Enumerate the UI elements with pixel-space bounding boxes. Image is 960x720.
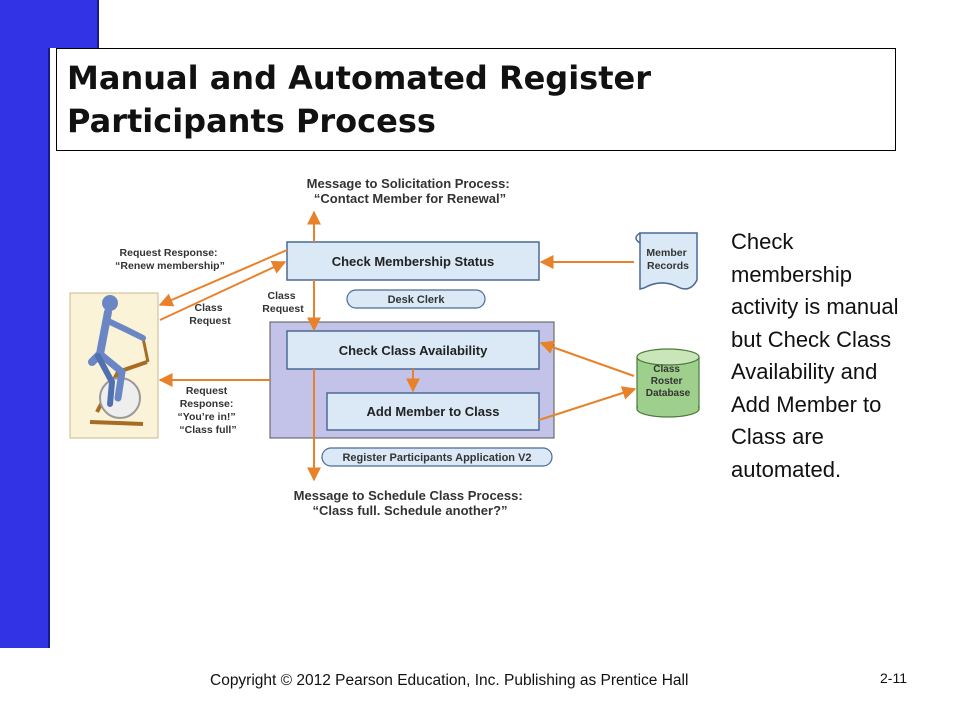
slide-top-bar (0, 0, 99, 48)
schedule-line-1: Message to Schedule Class Process: (294, 488, 523, 503)
activity-add-member: Add Member to Class (326, 392, 540, 431)
class-roster-database: Class Roster Database (636, 348, 700, 418)
class-request-left-line-2: Request (189, 315, 231, 327)
class-roster-label: Class Roster Database (646, 364, 691, 399)
member-records-line-2: Records (647, 260, 689, 272)
schedule-message: Message to Schedule Class Process: “Clas… (294, 488, 527, 518)
arrow-add-to-roster (538, 386, 637, 421)
side-explanation: Check membership activity is manual but … (731, 229, 899, 482)
member-records-label: Member Records (646, 247, 689, 272)
class-roster-line-2: Roster (651, 376, 683, 387)
title-box: Manual and Automated Register Participan… (56, 48, 896, 151)
add-member-label: Add Member to Class (367, 404, 500, 419)
role-desk-clerk: Desk Clerk (346, 289, 486, 309)
youre-in-response-label: Request Response: “You’re in!” “Class fu… (177, 385, 238, 436)
activity-check-membership: Check Membership Status (286, 241, 540, 281)
class-request-left-line-1: Class (195, 302, 223, 314)
arrow-roster-to-class (539, 340, 635, 377)
class-request-mid-label: Class Request (262, 290, 304, 315)
solicitation-line-1: Message to Solicitation Process: (307, 176, 510, 191)
class-request-mid-line-2: Request (262, 303, 304, 315)
participant-figure (69, 292, 159, 439)
copyright-footer: Copyright © 2012 Pearson Education, Inc.… (210, 672, 689, 689)
renew-response-line-1: Request Response: (120, 247, 218, 259)
schedule-line-2: “Class full. Schedule another?” (312, 503, 507, 518)
solicitation-message: Message to Solicitation Process: “Contac… (307, 176, 514, 206)
page-number: 2-11 (880, 670, 907, 686)
flow-arrows (158, 210, 637, 482)
slide-left-bar (0, 0, 50, 648)
class-request-mid-line-1: Class (268, 290, 296, 302)
check-class-label: Check Class Availability (339, 343, 488, 358)
class-roster-line-1: Class (653, 364, 680, 375)
renew-response-line-2: “Renew membership” (115, 260, 225, 272)
check-membership-label: Check Membership Status (332, 254, 495, 269)
youre-in-line-4: “Class full” (179, 424, 236, 436)
application-label: Register Participants Application V2 (342, 452, 531, 464)
class-request-left-label: Class Request (189, 302, 231, 327)
arrow-class-request (159, 260, 287, 321)
renew-response-label: Request Response: “Renew membership” (115, 247, 225, 272)
member-records-line-1: Member (646, 247, 686, 259)
class-roster-line-3: Database (646, 388, 691, 399)
youre-in-line-2: Response: (180, 398, 234, 410)
youre-in-line-3: “You’re in!” (177, 411, 235, 423)
youre-in-line-1: Request (186, 385, 228, 397)
solicitation-line-2: “Contact Member for Renewal” (314, 191, 506, 206)
activity-check-class: Check Class Availability (286, 330, 540, 370)
member-records-document: Member Records (635, 232, 698, 290)
slide-title: Manual and Automated Register Participan… (67, 59, 651, 140)
role-application: Register Participants Application V2 (321, 447, 553, 467)
arrow-renew-response (158, 249, 288, 307)
desk-clerk-label: Desk Clerk (388, 294, 446, 306)
